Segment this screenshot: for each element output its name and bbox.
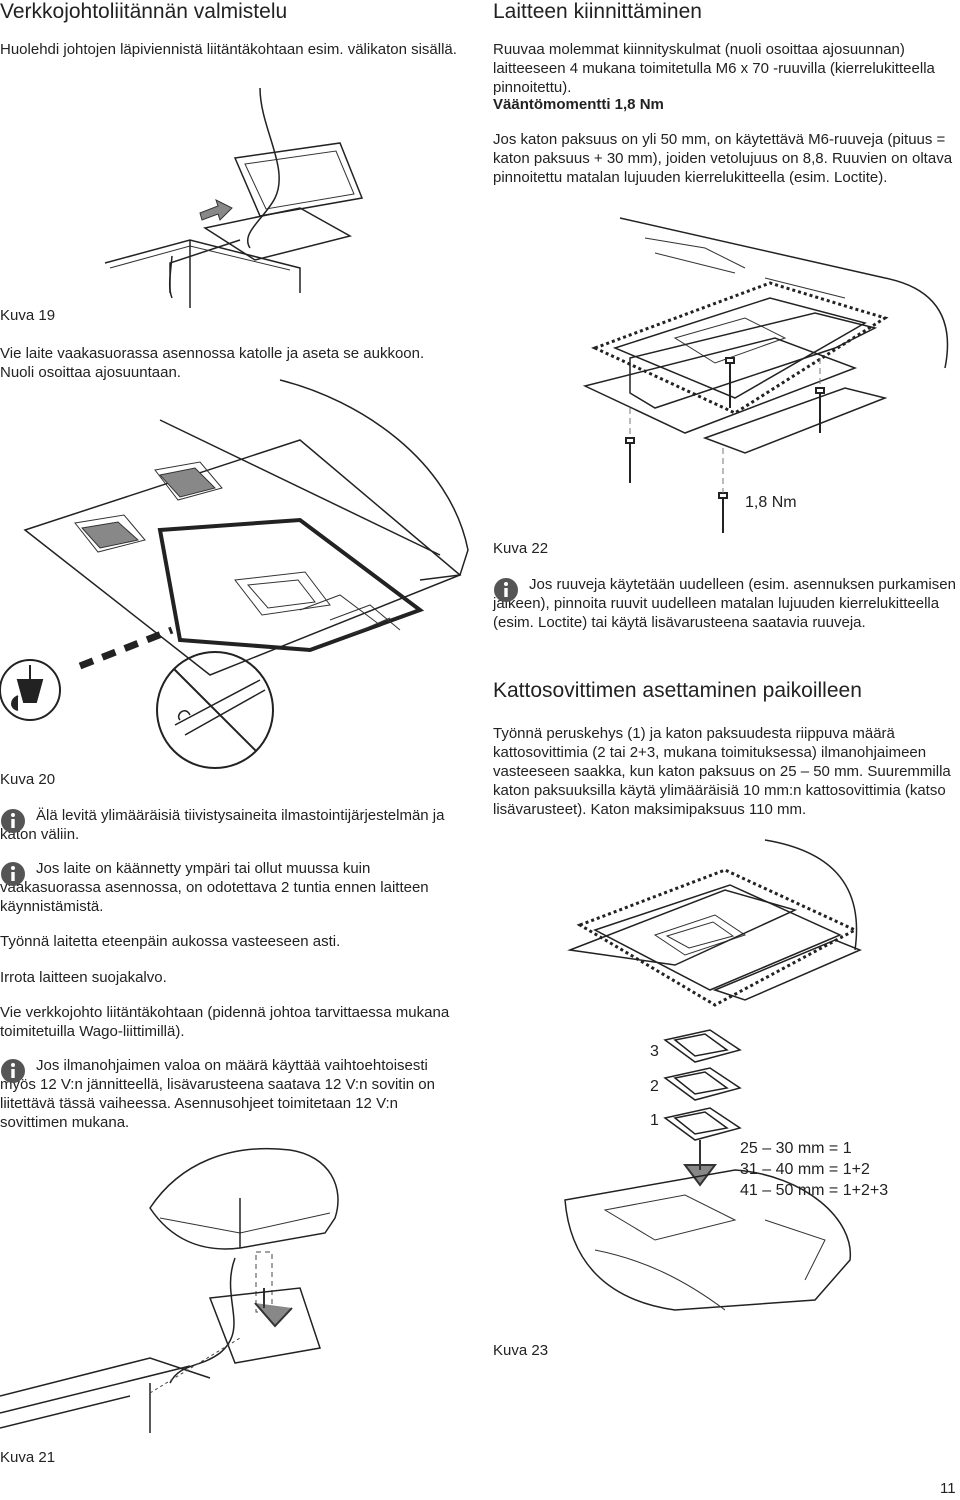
frame-label-2: 2 xyxy=(650,1078,659,1095)
adapter-text: Työnnä peruskehys (1) ja katon paksuudes… xyxy=(493,725,951,818)
step-push-text: Työnnä laitetta eteenpäin aukossa vastee… xyxy=(0,933,341,950)
thickness-table: 25 – 30 mm = 1 31 – 40 mm = 1+2 41 – 50 … xyxy=(740,1138,888,1201)
figure-21-caption: Kuva 21 xyxy=(0,1449,56,1466)
frame-label-1: 1 xyxy=(650,1112,659,1129)
thick-roof-text: Jos katon paksuus on yli 50 mm, on käyte… xyxy=(493,131,953,186)
note-reuse: Jos ruuveja käytetään uudelleen (esim. a… xyxy=(493,575,959,632)
info-icon xyxy=(1,862,25,886)
note-sealant: Älä levitä ylimääräisiä tiivistysaineita… xyxy=(0,806,468,844)
section-heading-mains: Verkkojohtoliitännän valmistelu xyxy=(0,0,288,23)
page-number: 11 xyxy=(940,1480,956,1497)
figure-22-caption: Kuva 22 xyxy=(493,540,549,557)
figure-19-illustration xyxy=(104,87,364,308)
torque-text: Vääntömomentti 1,8 Nm xyxy=(493,96,664,113)
section-heading-fixing: Laitteen kiinnittäminen xyxy=(493,0,702,23)
step-level-text: Vie laite vaakasuorassa asennossa katoll… xyxy=(0,345,425,381)
figure-22-illustration xyxy=(582,217,949,533)
figure-20-caption: Kuva 20 xyxy=(0,771,56,788)
thickness-row: 31 – 40 mm = 1+2 xyxy=(740,1161,870,1178)
note-wait: Jos laite on käännetty ympäri tai ollut … xyxy=(0,859,468,916)
figure-19-caption: Kuva 19 xyxy=(0,307,56,324)
note-12v: Jos ilmanohjaimen valoa on määrä käyttää… xyxy=(0,1056,460,1132)
fig22-torque-label: 1,8 Nm xyxy=(745,494,797,511)
figure-23-caption: Kuva 23 xyxy=(493,1342,549,1359)
figure-21-illustration xyxy=(0,1147,339,1433)
step-remove-text: Irrota laitteen suojakalvo. xyxy=(0,969,167,986)
note-reuse-text: Jos ruuveja käytetään uudelleen (esim. a… xyxy=(493,576,956,631)
thickness-row: 41 – 50 mm = 1+2+3 xyxy=(740,1182,889,1199)
thickness-row: 25 – 30 mm = 1 xyxy=(740,1140,852,1157)
fixing-intro-text: Ruuvaa molemmat kiinnityskulmat (nuoli o… xyxy=(493,41,935,96)
info-icon xyxy=(494,578,518,602)
info-icon xyxy=(1,1059,25,1083)
figure-23-illustration xyxy=(564,839,862,1311)
section-heading-adapter: Kattosovittimen asettaminen paikoilleen xyxy=(493,679,862,702)
intro-text: Huolehdi johtojen läpiviennistä liitäntä… xyxy=(0,41,457,58)
note-wait-text: Jos laite on käännetty ympäri tai ollut … xyxy=(0,860,429,915)
note-12v-text: Jos ilmanohjaimen valoa on määrä käyttää… xyxy=(0,1057,435,1131)
step-cable-text: Vie verkkojohto liitäntäkohtaan (pidennä… xyxy=(0,1004,450,1040)
figure-20-illustration xyxy=(0,379,469,769)
note-sealant-text: Älä levitä ylimääräisiä tiivistysaineita… xyxy=(0,807,445,843)
info-icon xyxy=(1,809,25,833)
frame-label-3: 3 xyxy=(650,1043,659,1060)
